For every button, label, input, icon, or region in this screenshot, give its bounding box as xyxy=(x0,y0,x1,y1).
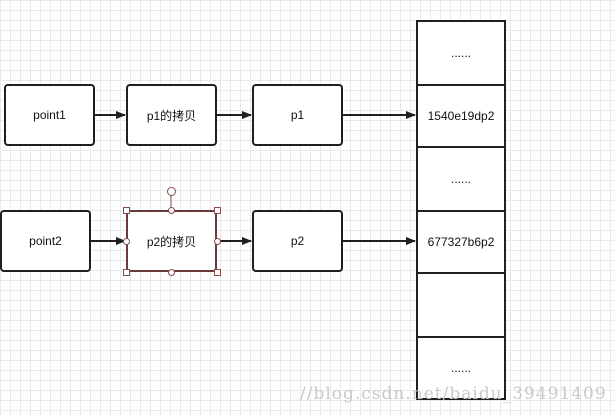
resize-handle-bottom-left[interactable] xyxy=(123,269,130,276)
resize-handle-top[interactable] xyxy=(168,207,175,214)
resize-handle-right[interactable] xyxy=(214,238,221,245)
node-p1-copy[interactable]: p1的拷贝 xyxy=(126,84,217,146)
node-point2[interactable]: point2 xyxy=(0,210,91,272)
node-p2[interactable]: p2 xyxy=(252,210,343,272)
node-p1[interactable]: p1 xyxy=(252,84,343,146)
memory-cell[interactable] xyxy=(416,272,506,336)
memory-cell[interactable]: 1540e19dp2 xyxy=(416,84,506,146)
node-point1[interactable]: point1 xyxy=(4,84,95,146)
watermark: //blog.csdn.net/baidu_39491409 xyxy=(300,384,607,404)
node-p2-copy[interactable]: p2的拷贝 xyxy=(126,210,217,272)
memory-cell[interactable]: ...... xyxy=(416,336,506,400)
memory-cell[interactable]: 677327b6p2 xyxy=(416,210,506,272)
resize-handle-top-left[interactable] xyxy=(123,207,130,214)
resize-handle-bottom[interactable] xyxy=(168,269,175,276)
resize-handle-bottom-right[interactable] xyxy=(214,269,221,276)
resize-handle-left[interactable] xyxy=(123,238,130,245)
memory-cell[interactable]: ...... xyxy=(416,146,506,210)
memory-cell[interactable]: ...... xyxy=(416,20,506,84)
resize-handle-top-right[interactable] xyxy=(214,207,221,214)
rotate-handle[interactable] xyxy=(167,187,176,196)
